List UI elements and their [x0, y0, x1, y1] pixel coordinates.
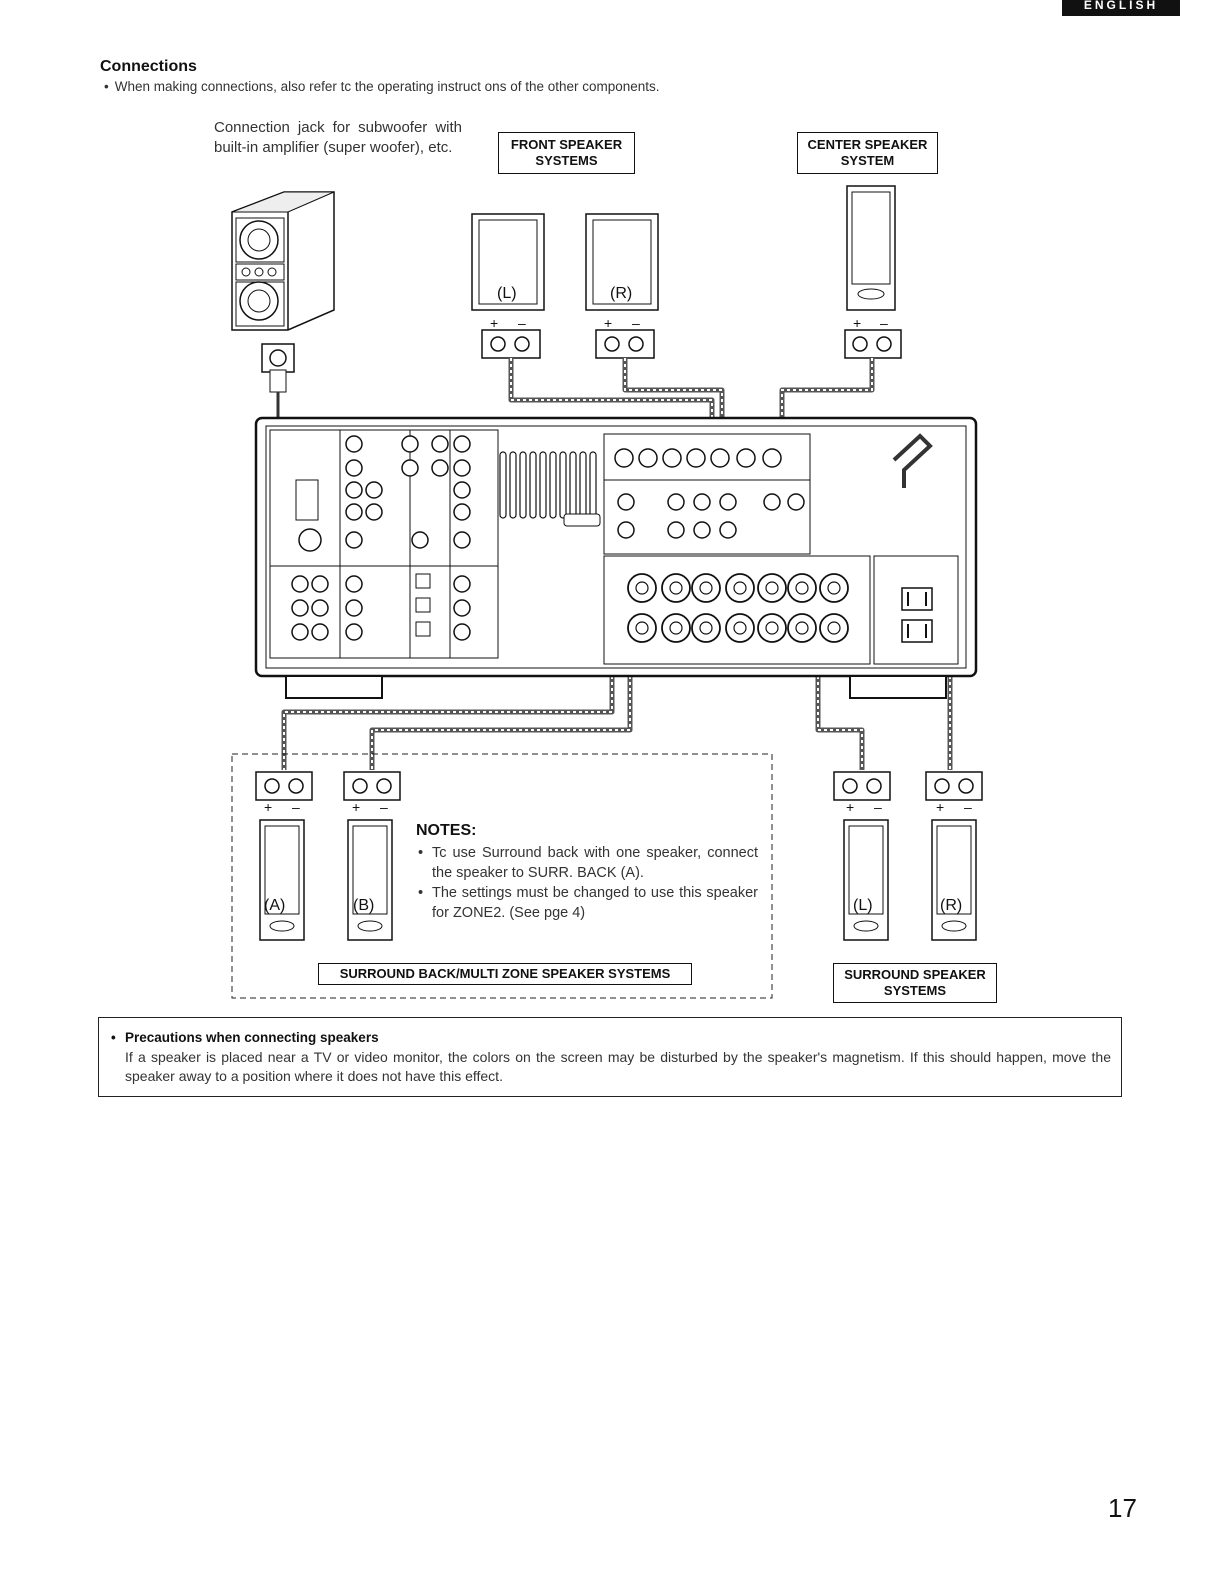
polarity-minus: –	[292, 799, 300, 815]
polarity-plus: +	[352, 799, 360, 815]
polarity-plus: +	[846, 799, 854, 815]
polarity-minus: –	[874, 799, 882, 815]
polarity-plus: +	[936, 799, 944, 815]
polarity-minus: –	[880, 315, 888, 331]
surround-back-b-speaker	[347, 819, 393, 941]
terminal-surround-left	[833, 771, 891, 801]
polarity-plus: +	[490, 315, 498, 331]
section-title: Connections	[100, 58, 197, 75]
note-item: The settings must be changed to use this…	[416, 883, 758, 923]
polarity-minus: –	[632, 315, 640, 331]
page-number: 17	[1108, 1493, 1137, 1523]
terminal-back-a	[255, 771, 313, 801]
back-a-tag: (A)	[264, 897, 285, 914]
terminal-surround-right	[925, 771, 983, 801]
intro-text: When making connections, also refer tc t…	[114, 79, 660, 94]
terminal-front-left	[481, 329, 541, 359]
intro-note: •When making connections, also refer tc …	[104, 79, 660, 94]
subwoofer-jack	[261, 343, 295, 420]
center-speaker-label: CENTER SPEAKER SYSTEM	[797, 132, 938, 174]
subwoofer-caption: Connection jack for subwoofer with built…	[214, 119, 462, 156]
polarity-plus: +	[264, 799, 272, 815]
precautions-title: Precautions when connecting speakers	[111, 1030, 1111, 1045]
surround-left-tag: (L)	[853, 897, 873, 914]
surround-back-label: SURROUND BACK/MULTI ZONE SPEAKER SYSTEMS	[318, 963, 692, 985]
front-left-tag: (L)	[497, 285, 517, 302]
surround-left-speaker	[843, 819, 889, 941]
polarity-minus: –	[964, 799, 972, 815]
center-speaker	[846, 185, 896, 311]
polarity-plus: +	[853, 315, 861, 331]
note-item: Tc use Surround back with one speaker, c…	[416, 843, 758, 883]
polarity-plus: +	[604, 315, 612, 331]
subwoofer	[231, 191, 335, 331]
terminal-front-right	[595, 329, 655, 359]
surround-back-group	[231, 753, 773, 999]
surround-right-speaker	[931, 819, 977, 941]
surround-back-a-speaker	[259, 819, 305, 941]
notes-title: NOTES:	[416, 822, 477, 839]
receiver-rear-panel	[254, 416, 978, 699]
notes-list: Tc use Surround back with one speaker, c…	[416, 843, 758, 923]
surround-right-tag: (R)	[940, 897, 962, 914]
front-left-speaker	[471, 213, 545, 311]
polarity-minus: –	[380, 799, 388, 815]
back-b-tag: (B)	[353, 897, 374, 914]
language-tab: ENGLISH	[1062, 0, 1180, 16]
surround-speaker-label: SURROUND SPEAKER SYSTEMS	[833, 963, 997, 1003]
front-speaker-label: FRONT SPEAKER SYSTEMS	[498, 132, 635, 174]
terminal-center	[844, 329, 902, 359]
precautions-text: If a speaker is placed near a TV or vide…	[125, 1049, 1111, 1084]
polarity-minus: –	[518, 315, 526, 331]
terminal-back-b	[343, 771, 401, 801]
language-tab-label: ENGLISH	[1083, 0, 1159, 12]
front-right-tag: (R)	[610, 285, 632, 302]
precautions-box: Precautions when connecting speakers If …	[98, 1017, 1122, 1097]
front-right-speaker	[585, 213, 659, 311]
